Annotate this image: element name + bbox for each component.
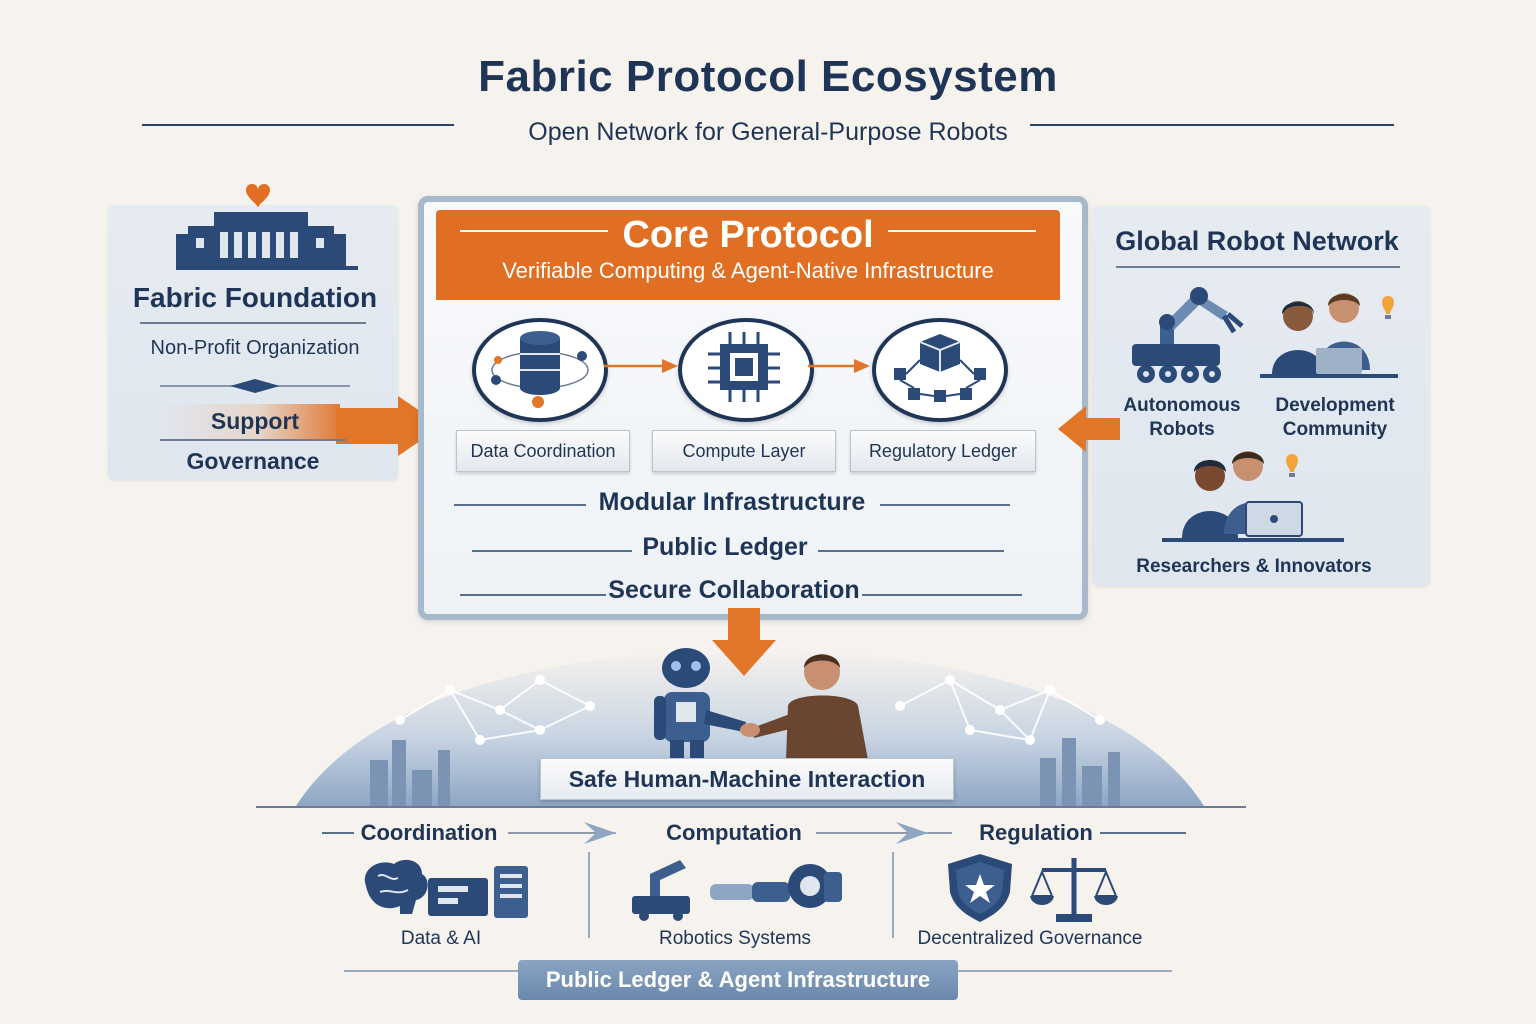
foundation-title: Fabric Foundation (108, 282, 402, 314)
interaction-label: Safe Human-Machine Interaction (540, 758, 954, 800)
pillar-label-decentralized-governance: Decentralized Governance (910, 928, 1150, 950)
development-community-label: Development Community (1262, 394, 1408, 442)
researchers-icon (1162, 444, 1344, 546)
pillar-heading-regulation: Regulation (972, 820, 1100, 846)
governance-label: Governance (156, 448, 350, 475)
divider (472, 550, 632, 552)
divider (160, 439, 346, 441)
divider (818, 550, 1004, 552)
developer-team-icon (1258, 286, 1398, 382)
researchers-label: Researchers & Innovators (1112, 556, 1396, 578)
robot-human-handshake-icon (640, 644, 876, 760)
core-protocol-title: Core Protocol (436, 210, 1060, 258)
blockchain-cube-icon (890, 328, 990, 408)
support-label: Support (160, 408, 350, 435)
divider (256, 806, 1246, 808)
pillar-arrow-icon (812, 820, 972, 846)
footer-ledger-label: Public Ledger & Agent Infrastructure (518, 960, 958, 1000)
divider (862, 594, 1022, 596)
divider (588, 852, 590, 938)
divider (454, 504, 586, 506)
flow-arrow-icon (808, 356, 874, 376)
data-ai-icon (356, 856, 536, 920)
flow-arrow-icon (604, 356, 682, 376)
robot-arm-icon (1124, 282, 1254, 386)
pillar-arrow-icon (504, 820, 664, 846)
robotics-systems-icon (628, 852, 850, 922)
modular-infrastructure-label: Modular Infrastructure (586, 488, 878, 517)
divider (322, 832, 354, 834)
core-protocol-subtitle: Verifiable Computing & Agent-Native Infr… (436, 258, 1060, 284)
foundation-subtitle: Non-Profit Organization (108, 337, 402, 360)
divider (1116, 266, 1400, 268)
pillar-label-robotics-systems: Robotics Systems (640, 928, 830, 950)
autonomous-robots-label: Autonomous Robots (1106, 394, 1258, 442)
data-coordination-label: Data Coordination (456, 430, 630, 472)
diamond-divider-icon (160, 376, 350, 396)
divider (1100, 832, 1186, 834)
divider (880, 504, 1010, 506)
pillar-heading-coordination: Coordination (354, 820, 504, 846)
pillar-label-data-ai: Data & AI (374, 928, 508, 950)
robot-network-title: Global Robot Network (1092, 226, 1422, 257)
divider (460, 594, 606, 596)
page-subtitle: Open Network for General-Purpose Robots (0, 118, 1536, 147)
page-title: Fabric Protocol Ecosystem (0, 52, 1536, 102)
foundation-building-icon (176, 182, 366, 274)
divider (892, 852, 894, 938)
chip-icon (706, 330, 782, 404)
public-ledger-label: Public Ledger (632, 533, 818, 562)
regulatory-ledger-label: Regulatory Ledger (850, 430, 1036, 472)
pillar-heading-computation: Computation (660, 820, 808, 846)
governance-shield-scale-icon (944, 852, 1128, 924)
secure-collaboration-label: Secure Collaboration (606, 576, 862, 605)
divider (140, 322, 366, 324)
compute-layer-label: Compute Layer (652, 430, 836, 472)
database-icon (484, 326, 594, 412)
